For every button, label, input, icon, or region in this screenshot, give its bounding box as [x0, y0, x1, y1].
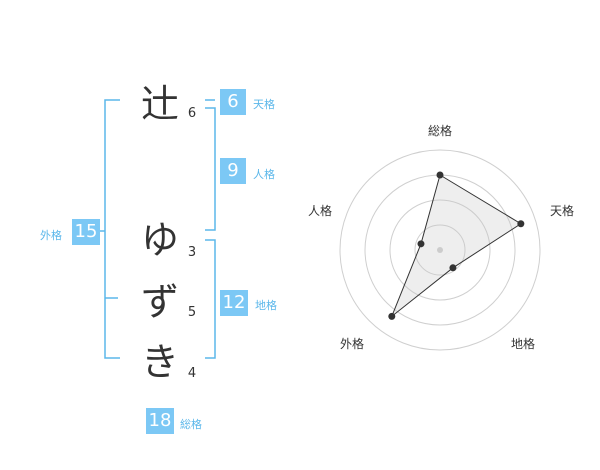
jinkaku-value: 9 — [220, 158, 246, 184]
stroke-count-2: 3 — [187, 245, 197, 260]
radar-label-jinkaku: 人格 — [308, 204, 333, 218]
stroke-count-4: 4 — [187, 366, 197, 381]
radar-ring-1 — [414, 224, 466, 276]
chikaku-label: 地格 — [255, 299, 277, 312]
radar-label-soukaku: 総格 — [428, 124, 453, 138]
name-char-3: ず — [140, 280, 179, 324]
jinkaku-label: 人格 — [253, 168, 275, 181]
radar-center-dot — [437, 247, 443, 253]
radar-ring-2 — [389, 199, 491, 301]
radar-point-2 — [449, 264, 457, 272]
radar-point-3 — [388, 312, 396, 320]
name-char-2: ゆ — [140, 218, 179, 262]
tenkaku-label: 天格 — [253, 98, 275, 111]
chikaku-bracket — [205, 239, 216, 359]
radar-series-polygon — [390, 174, 522, 318]
stroke-count-3: 5 — [187, 305, 197, 320]
jinkaku-bracket — [205, 107, 216, 231]
radar-point-0 — [436, 171, 444, 179]
chikaku-value: 12 — [220, 290, 248, 316]
gaikaku-label: 外格 — [40, 229, 62, 242]
radar-ring-4 — [339, 149, 541, 351]
name-char-4: き — [140, 340, 179, 384]
soukaku-label: 総格 — [180, 418, 202, 431]
soukaku-value: 18 — [146, 408, 174, 434]
radar-label-tenkaku: 天格 — [550, 204, 575, 218]
tenkaku-value: 6 — [220, 89, 246, 115]
name-char-1: 辻 — [140, 82, 179, 126]
radar-point-4 — [417, 240, 425, 248]
stroke-count-1: 6 — [187, 106, 197, 121]
gaikaku-value: 15 — [72, 219, 100, 245]
radar-point-1 — [517, 220, 525, 228]
gaikaku-bracket — [104, 99, 120, 359]
radar-label-gaikaku: 外格 — [340, 337, 365, 351]
radar-label-chikaku: 地格 — [511, 337, 536, 351]
